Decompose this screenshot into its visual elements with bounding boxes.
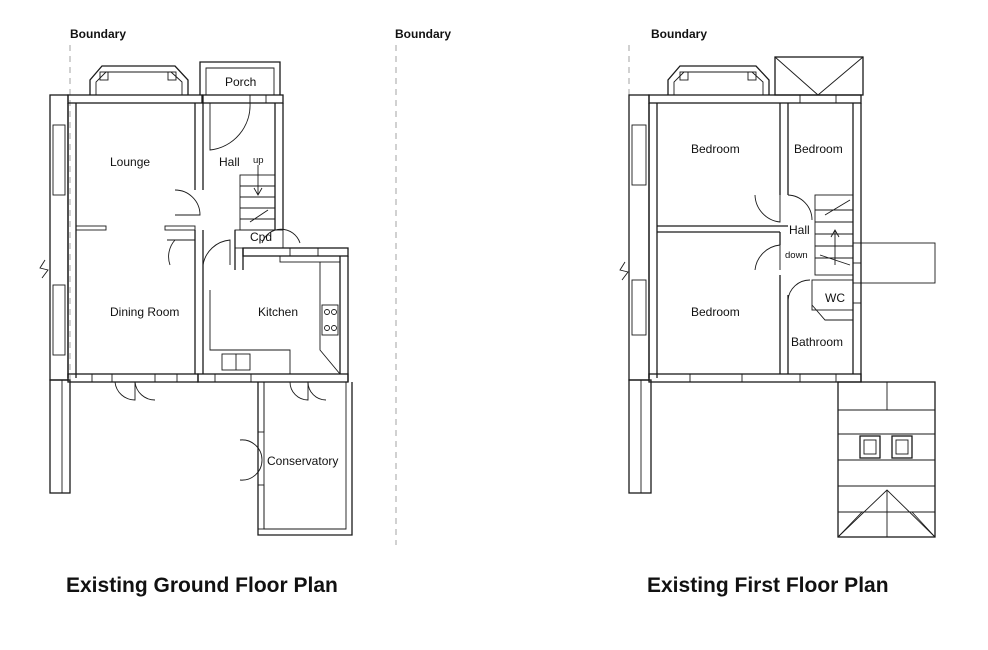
ground-house-walls	[67, 61, 349, 383]
wc-label: WC	[825, 291, 845, 305]
porch-label: Porch	[225, 75, 256, 89]
bedroom-front-left-label: Bedroom	[691, 142, 740, 156]
hall-label: Hall	[219, 155, 240, 169]
boundary-label-middle: Boundary	[395, 27, 451, 41]
ground-floor-title: Existing Ground Floor Plan	[66, 574, 338, 597]
stairs-up-label: up	[253, 155, 264, 166]
dining-room-label: Dining Room	[110, 305, 179, 319]
neighbour-wall-first	[619, 94, 652, 494]
neighbour-wall-ground	[39, 94, 71, 494]
boundary-label-first: Boundary	[651, 27, 707, 41]
bedroom-front-right-label: Bedroom	[794, 142, 843, 156]
ground-stairs	[239, 165, 276, 231]
conservatory-roof	[837, 381, 936, 538]
first-house-walls	[648, 56, 936, 383]
bathroom-label: Bathroom	[791, 335, 843, 349]
ground-floor-plan: Porch Lounge Hall up Cpd Dining Room Kit…	[39, 61, 353, 536]
cupboard-label: Cpd	[250, 230, 272, 244]
lounge-label: Lounge	[110, 155, 150, 169]
boundary-label-ground: Boundary	[70, 27, 126, 41]
first-floor-plan: Bedroom Bedroom Hall down WC Bedroom Bat…	[619, 56, 936, 538]
first-stairs	[814, 194, 854, 276]
stairs-down-label: down	[785, 250, 808, 261]
first-hall-label: Hall	[789, 223, 810, 237]
bedroom-rear-label: Bedroom	[691, 305, 740, 319]
kitchen-label: Kitchen	[258, 305, 298, 319]
first-doors	[754, 194, 813, 301]
first-floor-title: Existing First Floor Plan	[647, 574, 889, 597]
conservatory-walls	[257, 381, 353, 536]
conservatory-label: Conservatory	[267, 454, 338, 468]
ground-doors	[114, 102, 327, 481]
